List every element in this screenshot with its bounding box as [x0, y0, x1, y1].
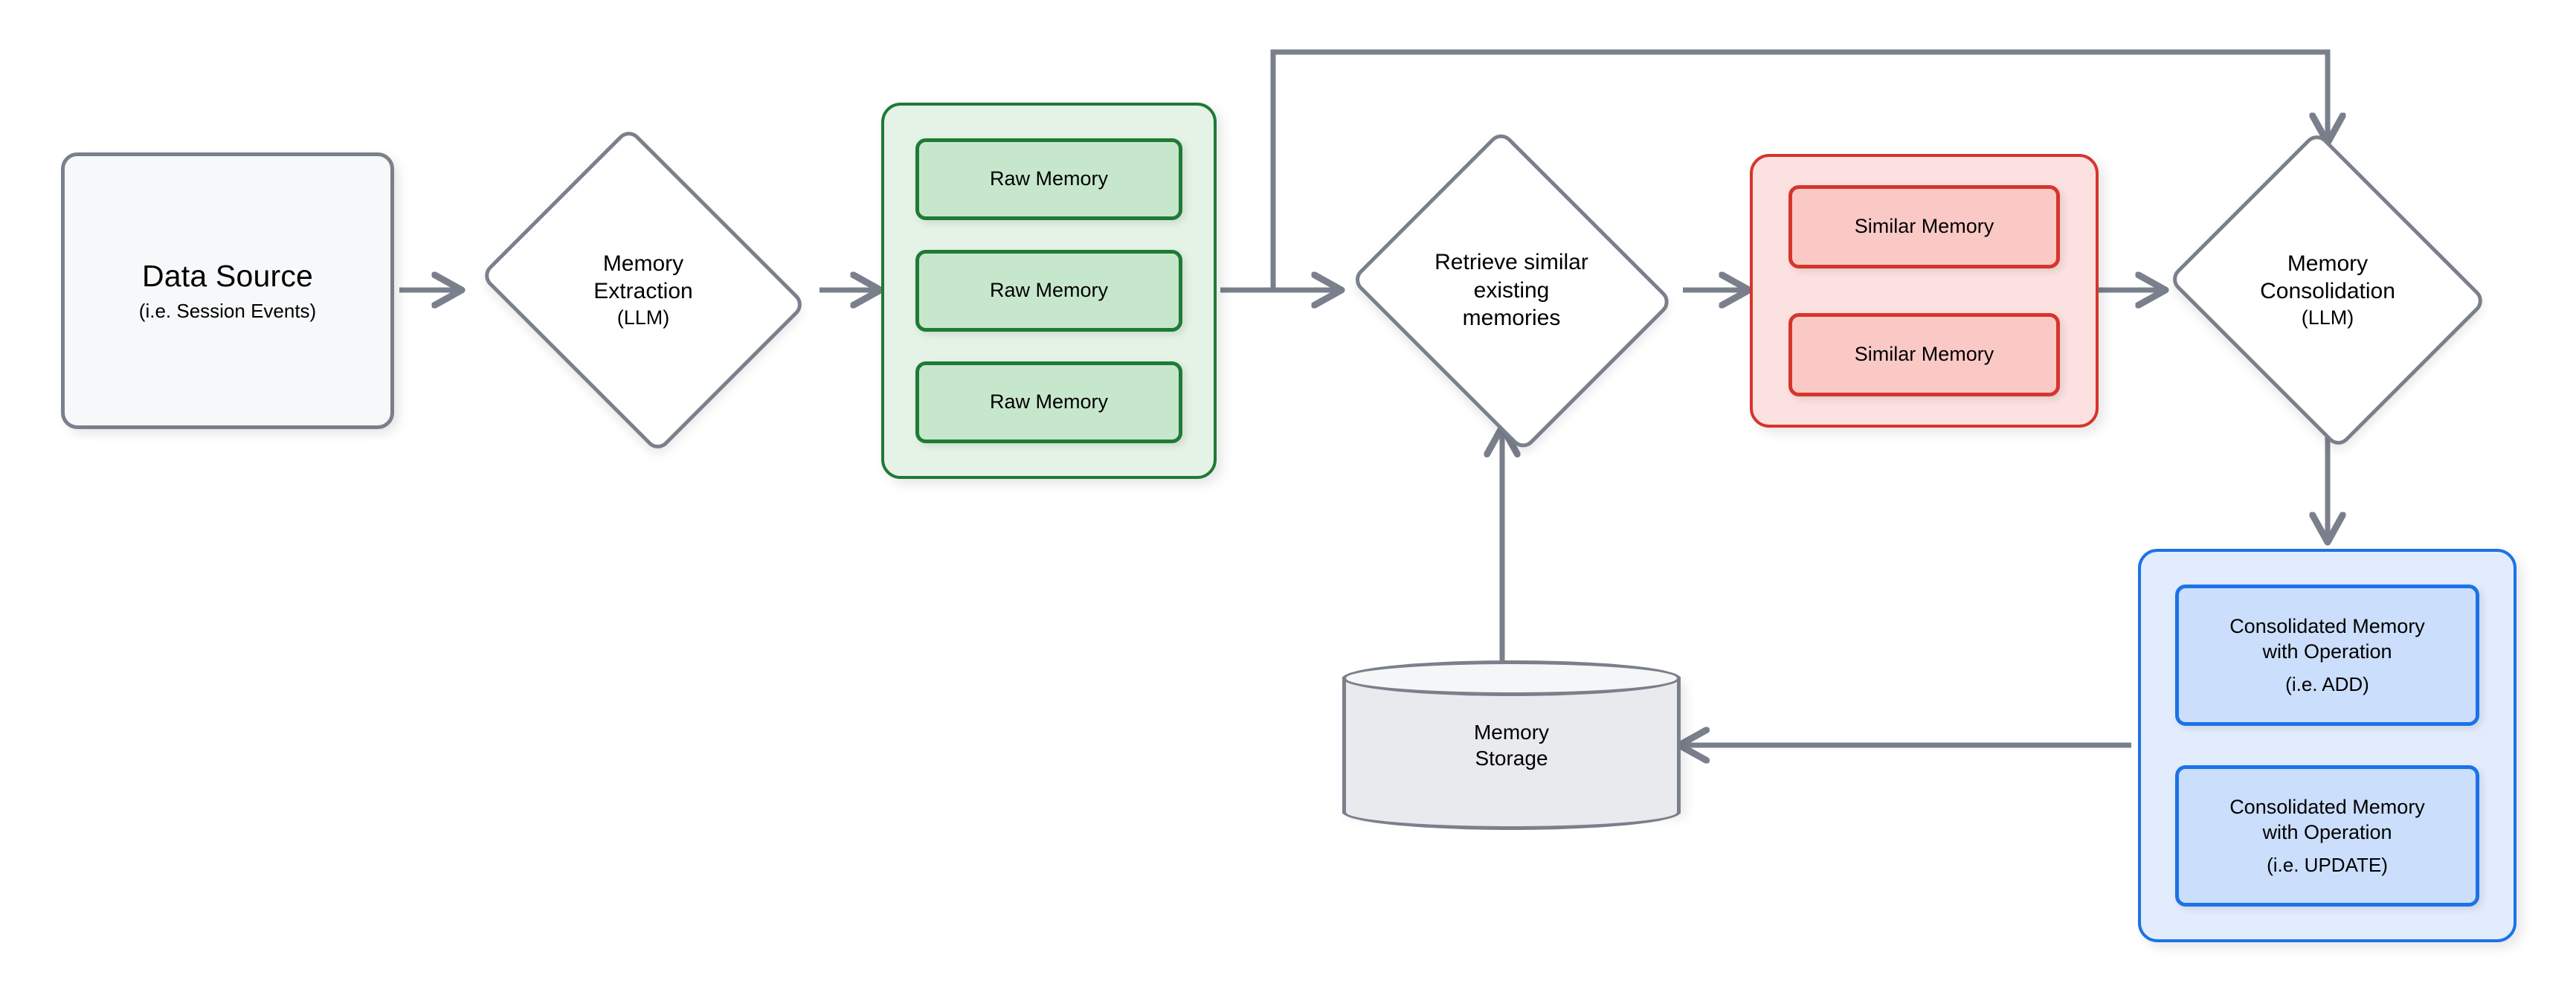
chip-similar-memory-label: Similar Memory	[1854, 343, 1994, 366]
group-consolidated-memory: Consolidated Memory with Operation (i.e.…	[2138, 549, 2517, 942]
chip-similar-memory[interactable]: Similar Memory	[1788, 313, 2060, 396]
chip-raw-memory-label: Raw Memory	[989, 390, 1109, 413]
chip-consolidated-update-line2: with Operation	[2262, 820, 2392, 843]
group-similar-memory: Similar Memory Similar Memory	[1750, 154, 2099, 428]
memory-extraction-label: Memory Extraction (LLM)	[593, 250, 692, 331]
node-memory-extraction[interactable]: Memory Extraction (LLM)	[465, 126, 822, 454]
node-memory-consolidation[interactable]: Memory Consolidation (LLM)	[2157, 129, 2499, 451]
node-retrieve-similar-memories[interactable]: Retrieve similar existing memories	[1339, 128, 1684, 453]
memory-consolidation-label: Memory Consolidation (LLM)	[2260, 250, 2395, 331]
chip-consolidated-add-operation: (i.e. ADD)	[2285, 672, 2369, 695]
chip-raw-memory[interactable]: Raw Memory	[915, 250, 1182, 332]
retrieve-similar-label: Retrieve similar existing memories	[1434, 248, 1588, 332]
memory-consolidation-title-line2: Consolidation	[2260, 279, 2395, 304]
chip-raw-memory-label: Raw Memory	[989, 167, 1109, 190]
chip-raw-memory[interactable]: Raw Memory	[915, 361, 1182, 443]
cylinder-body	[1342, 677, 1681, 814]
retrieve-similar-line3: memories	[1462, 306, 1561, 331]
retrieve-similar-line2: existing	[1473, 277, 1550, 303]
cylinder-top-ellipse	[1342, 660, 1681, 696]
memory-extraction-subtitle: (LLM)	[616, 306, 670, 329]
chip-consolidated-update-operation: (i.e. UPDATE)	[2267, 853, 2388, 876]
node-data-source[interactable]: Data Source (i.e. Session Events)	[61, 152, 394, 429]
memory-storage-label: Memory Storage	[1342, 660, 1681, 830]
chip-consolidated-add-line1: Consolidated Memory	[2229, 615, 2425, 637]
memory-consolidation-subtitle: (LLM)	[2301, 306, 2354, 329]
chip-similar-memory-label: Similar Memory	[1854, 215, 1994, 238]
chip-similar-memory[interactable]: Similar Memory	[1788, 185, 2060, 268]
memory-extraction-title-line2: Extraction	[593, 279, 693, 304]
node-memory-storage[interactable]: Memory Storage	[1342, 660, 1681, 830]
chip-consolidated-memory-update[interactable]: Consolidated Memory with Operation (i.e.…	[2175, 765, 2479, 907]
chip-consolidated-update-line1: Consolidated Memory	[2229, 796, 2425, 818]
chip-raw-memory-label: Raw Memory	[989, 279, 1109, 302]
chip-consolidated-memory-add[interactable]: Consolidated Memory with Operation (i.e.…	[2175, 585, 2479, 726]
memory-storage-line1: Memory	[1473, 721, 1550, 744]
memory-extraction-title-line1: Memory	[602, 251, 684, 276]
retrieve-similar-line1: Retrieve similar	[1434, 250, 1588, 275]
group-raw-memory: Raw Memory Raw Memory Raw Memory	[881, 103, 1217, 479]
data-source-subtitle: (i.e. Session Events)	[138, 299, 317, 322]
memory-consolidation-title-line1: Memory	[2287, 251, 2369, 276]
memory-storage-line2: Storage	[1475, 747, 1548, 770]
chip-consolidated-add-line2: with Operation	[2262, 640, 2392, 663]
chip-raw-memory[interactable]: Raw Memory	[915, 138, 1182, 220]
data-source-title: Data Source	[141, 258, 314, 293]
